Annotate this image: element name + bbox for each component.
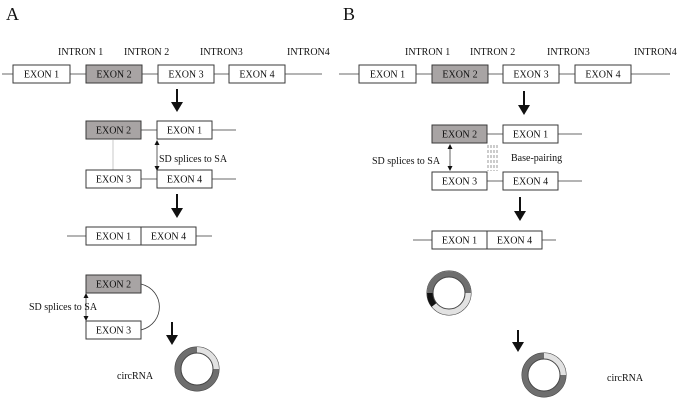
panel-a-arrow-3 bbox=[166, 322, 178, 345]
panel-b-circrna-label: circRNA bbox=[607, 373, 644, 384]
panel-b-circrna-ring bbox=[521, 352, 567, 398]
panel-b-pre-exon-1 bbox=[358, 64, 417, 84]
panel-a-splice-double-arrow-2 bbox=[83, 293, 89, 321]
panel-a-pre-exon-4-label: EXON 4 bbox=[239, 70, 274, 81]
panel-b-intron-1-label: INTRON 1 bbox=[405, 47, 450, 58]
panel-a-arrow-2 bbox=[171, 194, 183, 218]
panel-a-intron-3-label: INTRON3 bbox=[200, 47, 243, 58]
panel-b-pre-exon-4-label: EXON 4 bbox=[585, 70, 620, 81]
panel-a-lariat-exon-3-label: EXON 3 bbox=[96, 175, 131, 186]
panel-a-lariat-exon-1-label: EXON 1 bbox=[167, 126, 202, 137]
panel-a-circrna-label: circRNA bbox=[117, 371, 154, 382]
panel-a-lariat-exon-4 bbox=[156, 169, 213, 189]
panel-a-excised-intron-loop bbox=[140, 283, 160, 331]
panel-a-excised-exon-2-label: EXON 2 bbox=[96, 280, 131, 291]
panel-b-base-pairing-label: Base-pairing bbox=[511, 153, 562, 164]
panel-a-intron-1-label: INTRON 1 bbox=[58, 47, 103, 58]
panel-b-mrna-exon-1-label: EXON 1 bbox=[442, 236, 477, 247]
panel-b-arrow-3 bbox=[512, 330, 524, 352]
panel-b-stage-exon-2-label: EXON 2 bbox=[442, 130, 477, 141]
panel-b-stage-exon-3-label: EXON 3 bbox=[442, 177, 477, 188]
panel-b-pre-exon-3-label: EXON 3 bbox=[513, 70, 548, 81]
panel-b-stage-exon-4-label: EXON 4 bbox=[513, 177, 548, 188]
panel-a-pre-exon-1-label: EXON 1 bbox=[24, 70, 59, 81]
panel-b-stage-exon-4 bbox=[502, 171, 559, 191]
panel-a-excised-exon-3-label: EXON 3 bbox=[96, 326, 131, 337]
panel-b-stage-exon-2 bbox=[431, 124, 488, 144]
panel-b-stage-exon-1-label: EXON 1 bbox=[513, 130, 548, 141]
panel-a-circrna-ring bbox=[174, 346, 220, 392]
panel-b-pre-exon-2 bbox=[431, 64, 489, 84]
panel-b: B INTRON 1 INTRON 2 INTRON3 INTRON4 EXON… bbox=[339, 4, 677, 398]
panel-a-sd-note-2: SD splices to SA bbox=[29, 302, 98, 313]
panel-a-mrna-exon-1-label: EXON 1 bbox=[96, 232, 131, 243]
panel-b-sd-note: SD splices to SA bbox=[372, 156, 441, 167]
panel-a-lariat-exon-1 bbox=[156, 120, 213, 140]
panel-b-label: B bbox=[343, 4, 355, 24]
panel-b-stage-exon-1 bbox=[502, 124, 559, 144]
panel-a-pre-exon-4 bbox=[228, 64, 286, 84]
panel-b-intron-2-label: INTRON 2 bbox=[470, 47, 515, 58]
panel-b-pre-exon-3 bbox=[502, 64, 560, 84]
panel-a-lariat-exon-3 bbox=[85, 169, 142, 189]
panel-b-mrna-exon-4 bbox=[486, 230, 543, 250]
panel-a-lariat-exon-4-label: EXON 4 bbox=[167, 175, 202, 186]
panel-a-pre-exon-3 bbox=[157, 64, 215, 84]
panel-b-arrow-1 bbox=[518, 91, 530, 115]
panel-b-intron-4-label: INTRON4 bbox=[634, 47, 677, 58]
panel-a-lariat-exon-2-label: EXON 2 bbox=[96, 126, 131, 137]
panel-a-label: A bbox=[6, 4, 19, 24]
panel-a-mrna-exon-4-label: EXON 4 bbox=[151, 232, 186, 243]
panel-a-arrow-1 bbox=[171, 89, 183, 112]
panel-a-pre-exon-2 bbox=[85, 64, 143, 84]
panel-a-pre-exon-2-label: EXON 2 bbox=[96, 70, 131, 81]
panel-b-pre-exon-4 bbox=[574, 64, 632, 84]
panel-a-intron-2-label: INTRON 2 bbox=[124, 47, 169, 58]
panel-a-sd-note-1: SD splices to SA bbox=[159, 154, 228, 165]
panel-b-stage-exon-3 bbox=[431, 171, 488, 191]
panel-b-excised-ring bbox=[426, 270, 472, 316]
panel-b-pre-exon-1-label: EXON 1 bbox=[370, 70, 405, 81]
panel-a-mrna-exon-4 bbox=[140, 226, 197, 246]
panel-a-pre-exon-3-label: EXON 3 bbox=[168, 70, 203, 81]
panel-b-arrow-2 bbox=[514, 197, 526, 221]
panel-a: A INTRON 1 INTRON 2 INTRON3 INTRON4 EXON… bbox=[2, 4, 330, 392]
panel-a-intron-4-label: INTRON4 bbox=[287, 47, 330, 58]
panel-b-base-pairing-lines bbox=[487, 145, 498, 171]
panel-b-mrna-exon-4-label: EXON 4 bbox=[497, 236, 532, 247]
panel-b-pre-exon-2-label: EXON 2 bbox=[442, 70, 477, 81]
panel-a-lariat-exon-2 bbox=[85, 120, 142, 140]
panel-b-intron-3-label: INTRON3 bbox=[547, 47, 590, 58]
panel-a-splice-double-arrow-1 bbox=[154, 140, 160, 171]
panel-b-splice-double-arrow bbox=[447, 144, 453, 171]
panel-a-pre-exon-1 bbox=[12, 64, 71, 84]
